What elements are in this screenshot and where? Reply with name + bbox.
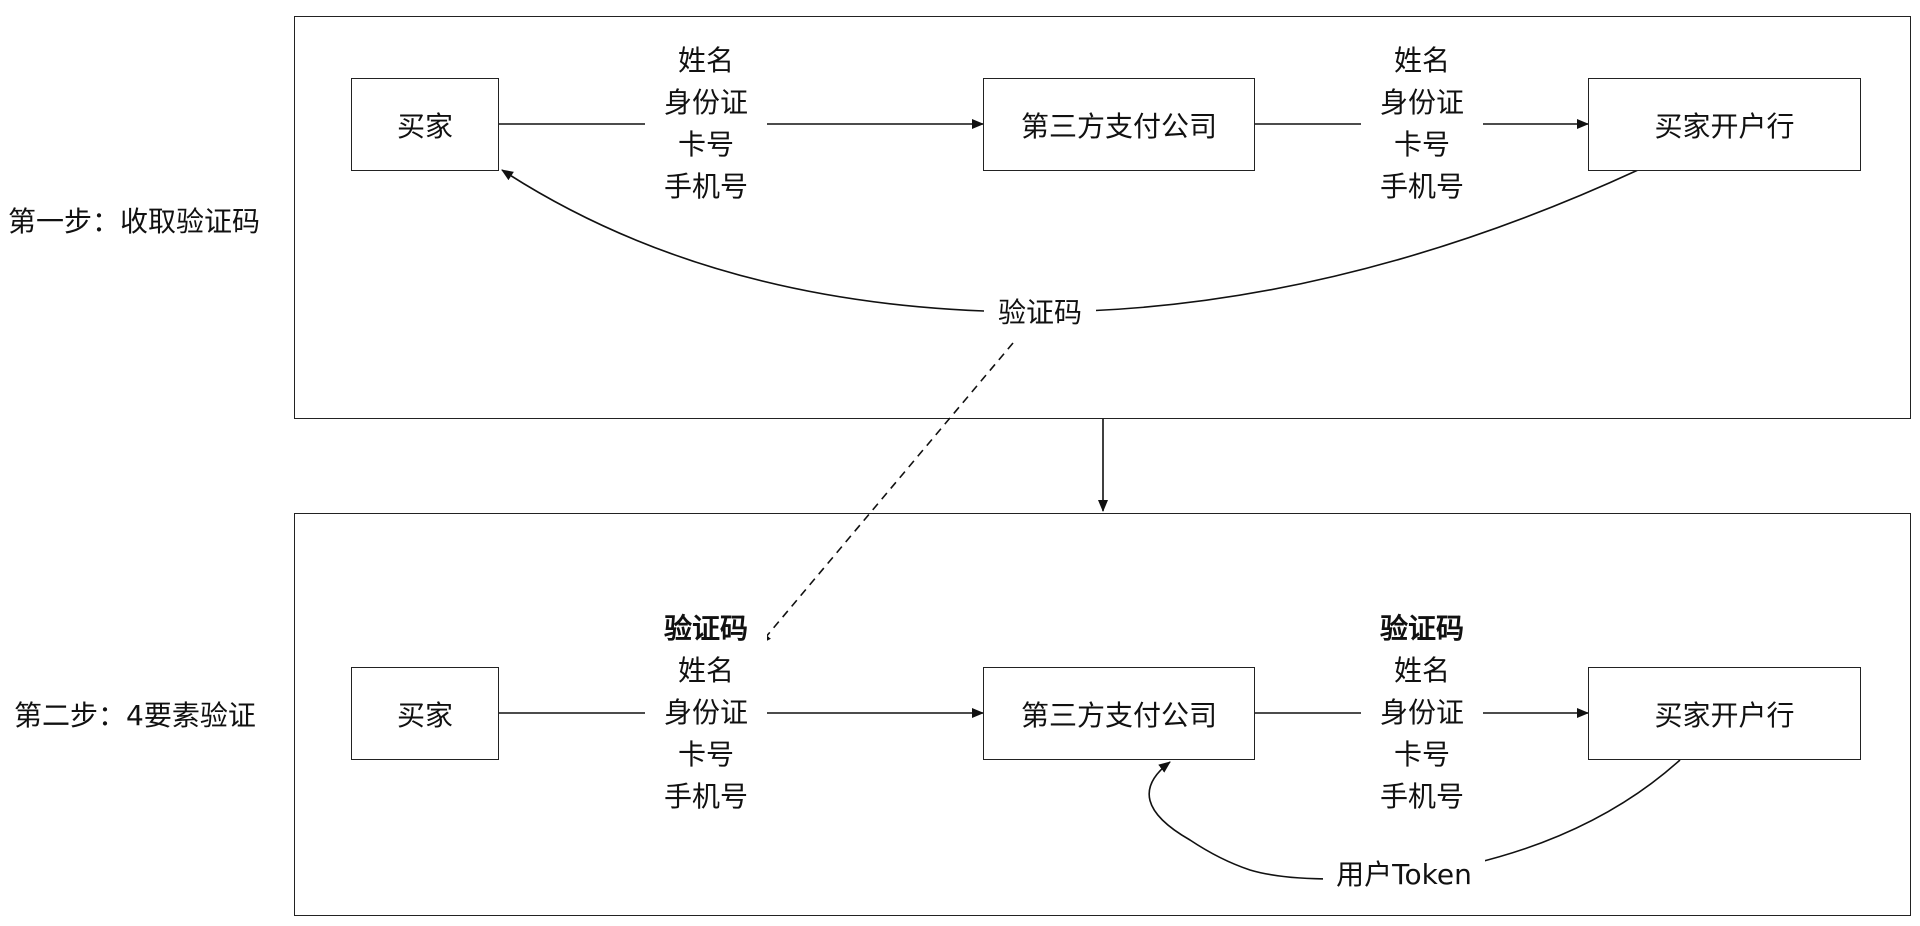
label-line: 卡号 bbox=[1393, 128, 1450, 161]
step2-node-buyer: 买家 bbox=[351, 667, 499, 760]
dashed-arrow-code-reuse bbox=[759, 342, 1014, 645]
label-line: 身份证 bbox=[663, 696, 748, 729]
label-line: 手机号 bbox=[663, 170, 748, 203]
label-line: 身份证 bbox=[1379, 86, 1464, 119]
label-line: 姓名 bbox=[677, 654, 734, 687]
step2-title: 第二步：4要素验证 bbox=[14, 699, 256, 732]
step2-label-left: 验证码 姓名 身份证 卡号 手机号 bbox=[645, 608, 767, 818]
curve-bank-to-thirdparty-token bbox=[1148, 759, 1681, 880]
step2-node-bank: 买家开户行 bbox=[1588, 667, 1861, 760]
label-line: 卡号 bbox=[677, 128, 734, 161]
label-line: 姓名 bbox=[1393, 654, 1450, 687]
label-line: 身份证 bbox=[663, 86, 748, 119]
label-line: 手机号 bbox=[1379, 170, 1464, 203]
step1-label-left: 姓名 身份证 卡号 手机号 bbox=[645, 40, 767, 208]
step1-frame bbox=[294, 16, 1911, 419]
label-line: 姓名 bbox=[1393, 44, 1450, 77]
step2-node-third-party: 第三方支付公司 bbox=[983, 667, 1255, 760]
step1-node-buyer: 买家 bbox=[351, 78, 499, 171]
step1-node-third-party: 第三方支付公司 bbox=[983, 78, 1255, 171]
step2-label-right: 验证码 姓名 身份证 卡号 手机号 bbox=[1361, 608, 1483, 818]
step1-title: 第一步：收取验证码 bbox=[8, 205, 261, 238]
step2-frame bbox=[294, 513, 1911, 916]
step1-node-bank: 买家开户行 bbox=[1588, 78, 1861, 171]
label-line: 手机号 bbox=[1379, 780, 1464, 813]
label-line: 手机号 bbox=[663, 780, 748, 813]
step2-return-label: 用户Token bbox=[1323, 854, 1485, 896]
step1-return-label: 验证码 bbox=[984, 292, 1096, 334]
label-line-bold: 验证码 bbox=[1379, 612, 1464, 645]
step1-label-right: 姓名 身份证 卡号 手机号 bbox=[1361, 40, 1483, 208]
label-line: 身份证 bbox=[1379, 696, 1464, 729]
label-line: 姓名 bbox=[677, 44, 734, 77]
label-line: 卡号 bbox=[677, 738, 734, 771]
label-line: 卡号 bbox=[1393, 738, 1450, 771]
label-line-bold: 验证码 bbox=[663, 612, 748, 645]
